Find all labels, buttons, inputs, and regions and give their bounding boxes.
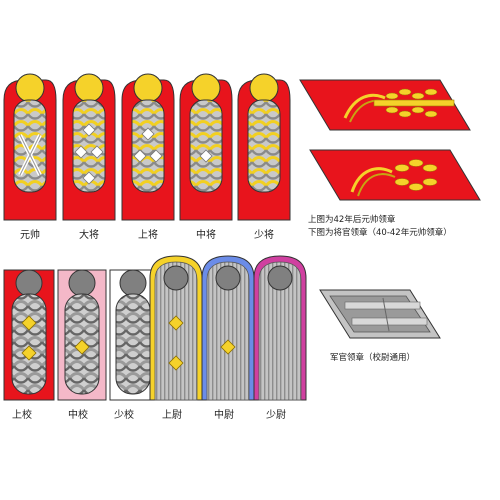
pip-icon <box>21 315 37 331</box>
pip-icon <box>21 345 37 361</box>
officer-collar-caption: 军官领章（校尉通用） <box>330 352 415 363</box>
label-major: 少校 <box>114 408 134 421</box>
label-lieutenant-colonel: 中校 <box>68 408 88 421</box>
pip-icon <box>220 339 236 355</box>
shoulder-board-first-lieutenant <box>201 255 255 401</box>
label-marshal: 元帅 <box>20 228 40 241</box>
pip-icon <box>141 127 155 141</box>
general-boards <box>3 73 291 221</box>
shoulder-board-lieutenant-general <box>179 73 233 221</box>
collar-tab-marshal-post-1942 <box>299 79 471 131</box>
pip-icon <box>90 145 104 159</box>
officer-boards <box>3 255 307 401</box>
shoulder-board-lieutenant-colonel <box>57 269 107 401</box>
pip-icon <box>199 149 213 163</box>
pip-icon <box>149 149 163 163</box>
pip-icon <box>74 145 88 159</box>
pip-icon <box>82 171 96 185</box>
label-general: 大将 <box>79 228 99 241</box>
pip-icon <box>168 355 184 371</box>
oak-leaf-icon <box>385 88 438 118</box>
pip-icon <box>74 339 90 355</box>
label-colonel: 上校 <box>12 408 32 421</box>
label-major-general: 少将 <box>254 229 274 241</box>
shoulder-board-captain <box>149 255 203 401</box>
label-colonel-general: 上将 <box>138 229 158 241</box>
shoulder-board-major <box>109 269 157 401</box>
shoulder-board-colonel-general <box>121 73 175 221</box>
pip-icon <box>133 149 147 163</box>
collar-note-line2: 下图为将官领章（40-42年元帅领章） <box>308 227 452 238</box>
oak-leaf-icon <box>394 159 438 191</box>
collar-note-line1: 上图为42年后元帅领章 <box>308 214 396 225</box>
collar-tab-general <box>309 149 481 201</box>
pip-icon <box>168 315 184 331</box>
pip-icon <box>82 123 96 137</box>
label-captain: 上尉 <box>162 408 182 421</box>
label-second-lieutenant: 少尉 <box>266 408 286 421</box>
shoulder-board-colonel <box>3 269 55 401</box>
collar-tab-officer <box>319 289 441 339</box>
shoulder-board-major-general <box>237 73 291 221</box>
shoulder-board-general <box>62 73 116 221</box>
label-first-lieutenant: 中尉 <box>214 408 234 421</box>
label-lieutenant-general: 中将 <box>196 228 216 241</box>
shoulder-board-second-lieutenant <box>253 255 307 401</box>
shoulder-board-marshal <box>3 73 57 221</box>
